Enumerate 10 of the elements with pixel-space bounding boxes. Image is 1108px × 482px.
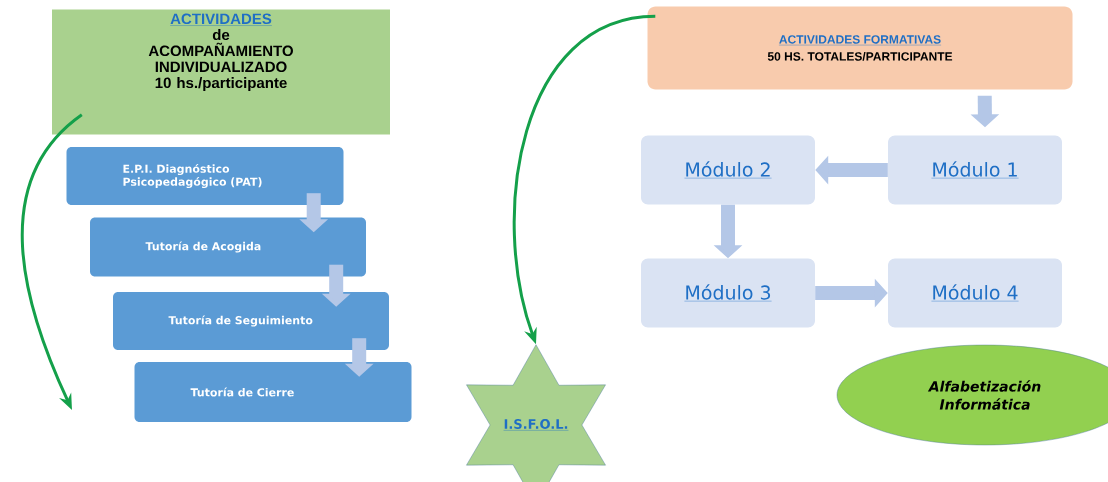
heading-box: ACTIVIDADES de ACOMPAÑAMIENTO INDIVIDUALIZADO 10 hs./participante xyxy=(52,9,390,135)
process-box: Tutoría de Seguimiento xyxy=(113,292,389,350)
process-box: Tutoría de Acogida xyxy=(90,217,366,277)
module-box: Módulo 3 xyxy=(641,258,815,328)
process-box: E.P.I. Diagnóstico Psicopedagógico (PAT) xyxy=(66,147,344,205)
process-box: Tutoría de Cierre xyxy=(134,362,412,422)
module-box: Módulo 4 xyxy=(888,258,1062,328)
heading-box: ACTIVIDADES FORMATIVAS 50 HS. TOTALES/PARTICIPANTE xyxy=(647,6,1073,90)
module-box: Módulo 2 xyxy=(641,135,815,205)
module-box: Módulo 1 xyxy=(888,135,1062,205)
